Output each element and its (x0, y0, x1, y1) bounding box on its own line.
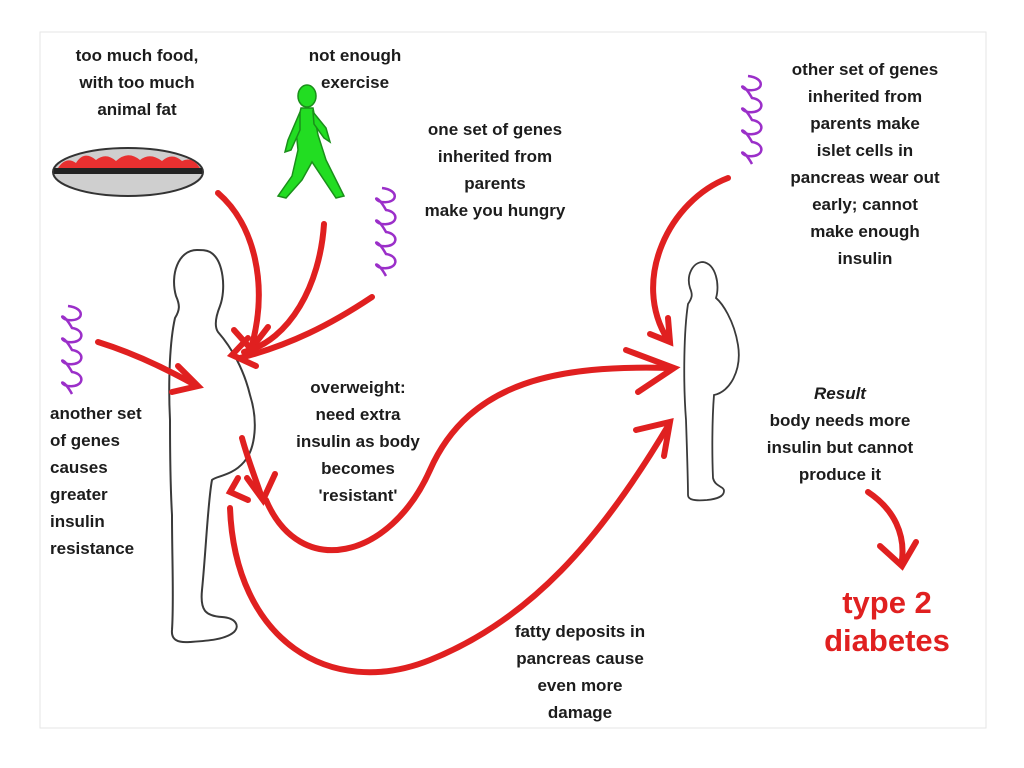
arrow-genes-hungry-to-body (237, 294, 375, 361)
flow-arrows (95, 175, 919, 676)
arrow-genes-resistance-to-body (95, 339, 198, 388)
label-genes-islet-cells: other set of genes inherited from parent… (790, 60, 940, 268)
arrowhead-islet (647, 315, 674, 347)
label-result-title: Result (814, 384, 866, 403)
arrowhead-small-body-2 (633, 418, 674, 459)
overweight-body-outline (168, 248, 256, 644)
label-type-2-diabetes: type 2 diabetes (824, 585, 950, 658)
gene-coil-icon (740, 74, 763, 165)
diagram-frame (39, 31, 987, 729)
label-too-much-food: too much food, with too much animal fat (75, 46, 199, 119)
arrow-overweight-to-small-body (263, 364, 673, 554)
label-genes-insulin-resistance: another set of genes causes greater insu… (50, 404, 142, 558)
arrow-food-to-body (215, 190, 262, 348)
gene-coil-icon (374, 186, 397, 277)
arrowhead-resistance (169, 363, 204, 395)
body-outline (683, 261, 740, 502)
arrowhead-outcome (877, 539, 919, 571)
label-fatty-deposits: fatty deposits in pancreas cause even mo… (514, 622, 646, 722)
label-overweight: overweight: need extra insulin as body b… (296, 378, 420, 505)
arrowhead-small-body-1 (623, 347, 681, 395)
label-genes-hungry: one set of genes inherited from parents … (424, 120, 566, 220)
label-result-text: body needs more insulin but cannot produ… (766, 411, 914, 484)
arrow-islet-genes-to-small-body (650, 175, 731, 343)
gene-coil-icon (60, 304, 83, 395)
plate-of-fatty-food-icon (52, 147, 204, 197)
arrow-exercise-to-body (241, 221, 327, 355)
label-not-enough-exercise: not enough exercise (308, 46, 402, 92)
arrowhead-cluster (226, 335, 259, 369)
arrow-result-to-outcome (865, 489, 906, 563)
walking-person-icon (276, 84, 346, 199)
gene-coils (60, 74, 763, 395)
arrowhead-into-body (225, 475, 251, 503)
arrow-fatty-to-small-body (227, 423, 671, 676)
